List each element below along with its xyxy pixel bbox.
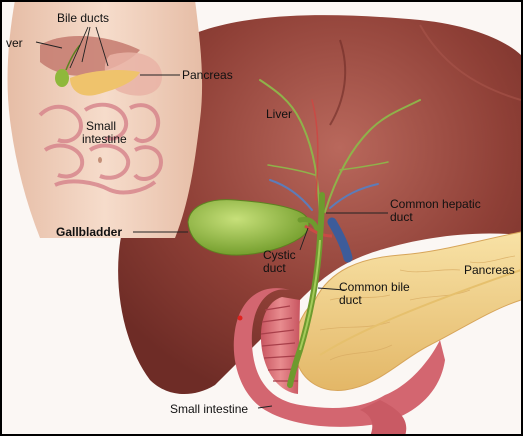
label-small-intestine-inset-1: Small bbox=[86, 119, 117, 133]
liver-lobe-edge bbox=[419, 24, 522, 101]
label-common-hepatic-duct-2: duct bbox=[390, 210, 413, 224]
label-cystic-duct-1: Cystic bbox=[263, 248, 296, 262]
label-small-intestine-inset-2: intestine bbox=[82, 132, 127, 146]
liver-vessels bbox=[259, 79, 421, 216]
common-hepatic-duct-shape bbox=[317, 192, 325, 241]
label-liver-inset: ver bbox=[6, 36, 23, 50]
bile-duct-highlight bbox=[299, 239, 321, 351]
cystic-duct-shape bbox=[297, 217, 321, 235]
leader-lines bbox=[35, 26, 388, 409]
pancreatic-duct bbox=[319, 269, 522, 356]
small-intestine-shape bbox=[233, 288, 445, 427]
portal-vein bbox=[327, 217, 353, 263]
label-gallbladder: Gallbladder bbox=[56, 225, 123, 239]
torso-inset bbox=[7, 0, 203, 238]
label-common-bile-duct-2: duct bbox=[339, 293, 362, 307]
label-cystic-duct-2: duct bbox=[263, 261, 286, 275]
liver-fissure bbox=[329, 39, 347, 126]
label-common-hepatic-duct-1: Common hepatic bbox=[390, 197, 481, 211]
intestine-lower-loop bbox=[360, 400, 407, 436]
label-pancreas: Pancreas bbox=[464, 263, 515, 277]
pancreas-lobules bbox=[319, 255, 516, 361]
label-bile-ducts: Bile ducts bbox=[57, 11, 110, 25]
label-pancreas-inset: Pancreas bbox=[182, 68, 233, 82]
label-small-intestine: Small intestine bbox=[170, 402, 249, 416]
intestine-folds bbox=[260, 305, 298, 382]
gallbladder-shape bbox=[187, 199, 310, 256]
marker-dot bbox=[237, 315, 243, 321]
label-liver: Liver bbox=[266, 107, 293, 121]
label-common-bile-duct-1: Common bile bbox=[339, 280, 410, 294]
